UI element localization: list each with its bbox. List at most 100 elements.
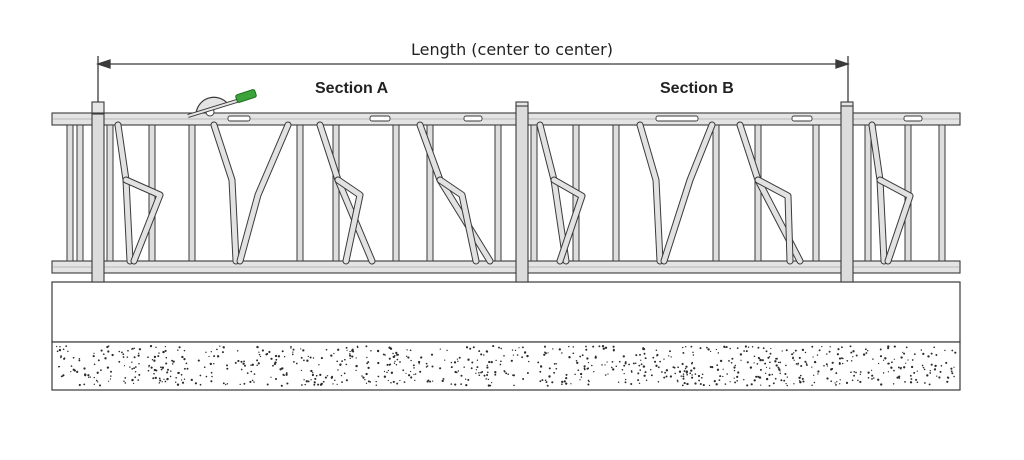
gravel-dot <box>521 346 524 349</box>
gravel-dot <box>131 378 134 382</box>
gravel-dot <box>181 381 185 384</box>
section-a-label: Section A <box>315 80 389 97</box>
gravel-dot <box>887 347 890 350</box>
gravel-dot <box>769 361 771 364</box>
gravel-dot <box>160 368 163 371</box>
gravel-dot <box>899 367 902 370</box>
gravel-dot <box>888 362 890 365</box>
gravel-dot <box>867 376 870 379</box>
gravel-dot <box>681 384 684 387</box>
gravel-dot <box>857 379 859 382</box>
gravel-dot <box>175 381 177 383</box>
gravel-dot <box>765 377 769 381</box>
gravel-dot <box>813 374 815 376</box>
gravel-dot <box>138 373 141 376</box>
gravel-dot <box>312 357 315 359</box>
gravel-dot <box>750 383 753 386</box>
gravel-dot <box>307 380 310 383</box>
gravel-dot <box>478 372 480 374</box>
gravel-dot <box>314 377 317 380</box>
gravel-dot <box>579 379 581 381</box>
gravel-dot <box>180 373 183 376</box>
gravel-dot <box>839 379 841 381</box>
gravel-dot <box>258 351 260 353</box>
vertical-bar <box>938 124 946 262</box>
gravel-dot <box>349 353 351 355</box>
gravel-dot <box>812 356 814 358</box>
gravel-dot <box>274 377 278 381</box>
gravel-dot <box>167 377 169 380</box>
gravel-dot <box>431 380 434 382</box>
gravel-dot <box>513 384 515 387</box>
gravel-dot <box>657 381 660 383</box>
gravel-dot <box>514 349 517 352</box>
gravel-dot <box>850 371 852 374</box>
gravel-dot <box>871 374 874 377</box>
gravel-dot <box>413 373 415 376</box>
gravel-dot <box>392 352 394 355</box>
gravel-dot <box>940 364 943 367</box>
gravel-dot <box>813 381 816 384</box>
gravel-dot <box>523 351 527 354</box>
gravel-dot <box>774 377 777 380</box>
gravel-dot <box>124 377 127 379</box>
gravel-dot <box>601 344 605 348</box>
gravel-dot <box>132 382 135 385</box>
gravel-dot <box>746 384 749 387</box>
gravel-dot <box>539 365 543 368</box>
gravel-dot <box>835 372 838 375</box>
gravel-dot <box>831 361 834 364</box>
gravel-dot <box>210 371 213 374</box>
gravel-dot <box>591 364 593 367</box>
gravel-dot <box>586 357 589 360</box>
gravel-dot <box>583 367 586 370</box>
gravel-dot <box>669 350 671 353</box>
gravel-dot <box>759 359 761 362</box>
gravel-dot <box>405 372 407 374</box>
gravel-dot <box>864 348 867 351</box>
gravel-dot <box>311 373 314 377</box>
gravel-dot <box>826 353 828 355</box>
gravel-dot <box>593 371 595 373</box>
gravel-dot <box>643 352 646 355</box>
gravel-dot <box>366 362 368 365</box>
gravel-dot <box>936 375 938 377</box>
gravel-dot <box>930 352 933 355</box>
gravel-dot <box>277 355 281 358</box>
gravel-dot <box>673 366 676 369</box>
gravel-dot <box>275 358 278 361</box>
gravel-dot <box>953 375 955 378</box>
gravel-dot <box>159 379 162 382</box>
gravel-dot <box>181 355 184 359</box>
gravel-dot <box>95 379 98 382</box>
gravel-dot <box>950 367 953 370</box>
gravel-dot <box>838 357 842 360</box>
gravel-dot <box>521 356 524 359</box>
gravel-dot <box>526 354 529 358</box>
gravel-dot <box>922 352 925 356</box>
gravel-dot <box>897 366 900 369</box>
gravel-dot <box>893 345 896 348</box>
gravel-dot <box>829 346 831 348</box>
gravel-dot <box>138 352 140 354</box>
gravel-dot <box>153 355 157 359</box>
gravel-dot <box>364 378 366 381</box>
gravel-dot <box>336 360 339 363</box>
gravel-dot <box>756 363 759 365</box>
gravel-dot <box>137 379 140 381</box>
gravel-dot <box>768 373 771 376</box>
gravel-dot <box>366 356 368 359</box>
gravel-dot <box>312 372 314 374</box>
gravel-dot <box>83 383 86 386</box>
gravel-dot <box>242 362 245 365</box>
gravel-dot <box>733 377 735 379</box>
gravel-dot <box>486 364 489 367</box>
gravel-dot <box>724 346 726 349</box>
gravel-dot <box>161 381 163 383</box>
gravel-dot <box>281 350 284 353</box>
gravel-dot <box>83 367 86 370</box>
gravel-dot <box>349 357 351 360</box>
gravel-dot <box>164 380 167 383</box>
gravel-dot <box>383 375 387 378</box>
gravel-dot <box>251 379 254 382</box>
